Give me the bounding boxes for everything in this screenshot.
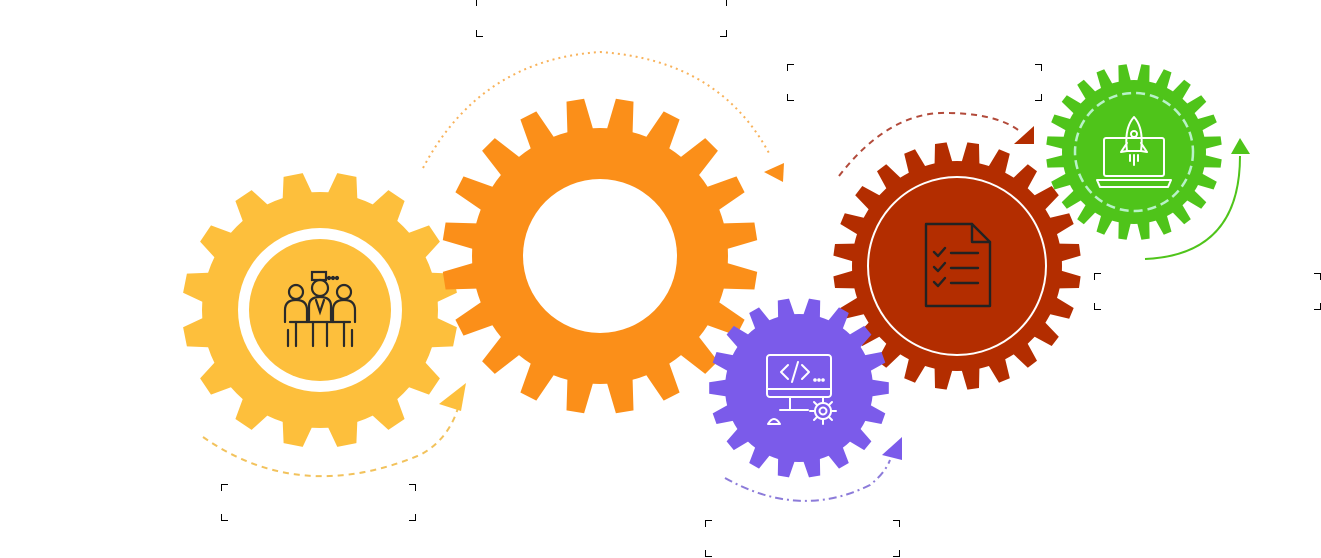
label-bracket-team (221, 484, 416, 521)
label-bracket-core (476, 0, 727, 37)
arrow-core-top (422, 50, 784, 182)
gear-core (442, 98, 758, 414)
code-monitor-gear-icon (766, 354, 837, 425)
team-meeting-icon (283, 270, 357, 348)
gear-docs (833, 142, 1081, 390)
arrow-launch-right (1144, 138, 1250, 260)
label-bracket-code (705, 520, 900, 557)
gear-team (183, 173, 457, 447)
arrow-docs-top (838, 111, 1034, 177)
label-bracket-docs (787, 64, 1042, 101)
laptop-rocket-icon (1096, 116, 1172, 188)
arrow-code-bottom (724, 437, 902, 502)
arrow-team-to-core (202, 383, 466, 478)
checklist-document-icon (924, 222, 992, 308)
gear-code (709, 298, 889, 478)
gear-launch (1046, 64, 1222, 240)
